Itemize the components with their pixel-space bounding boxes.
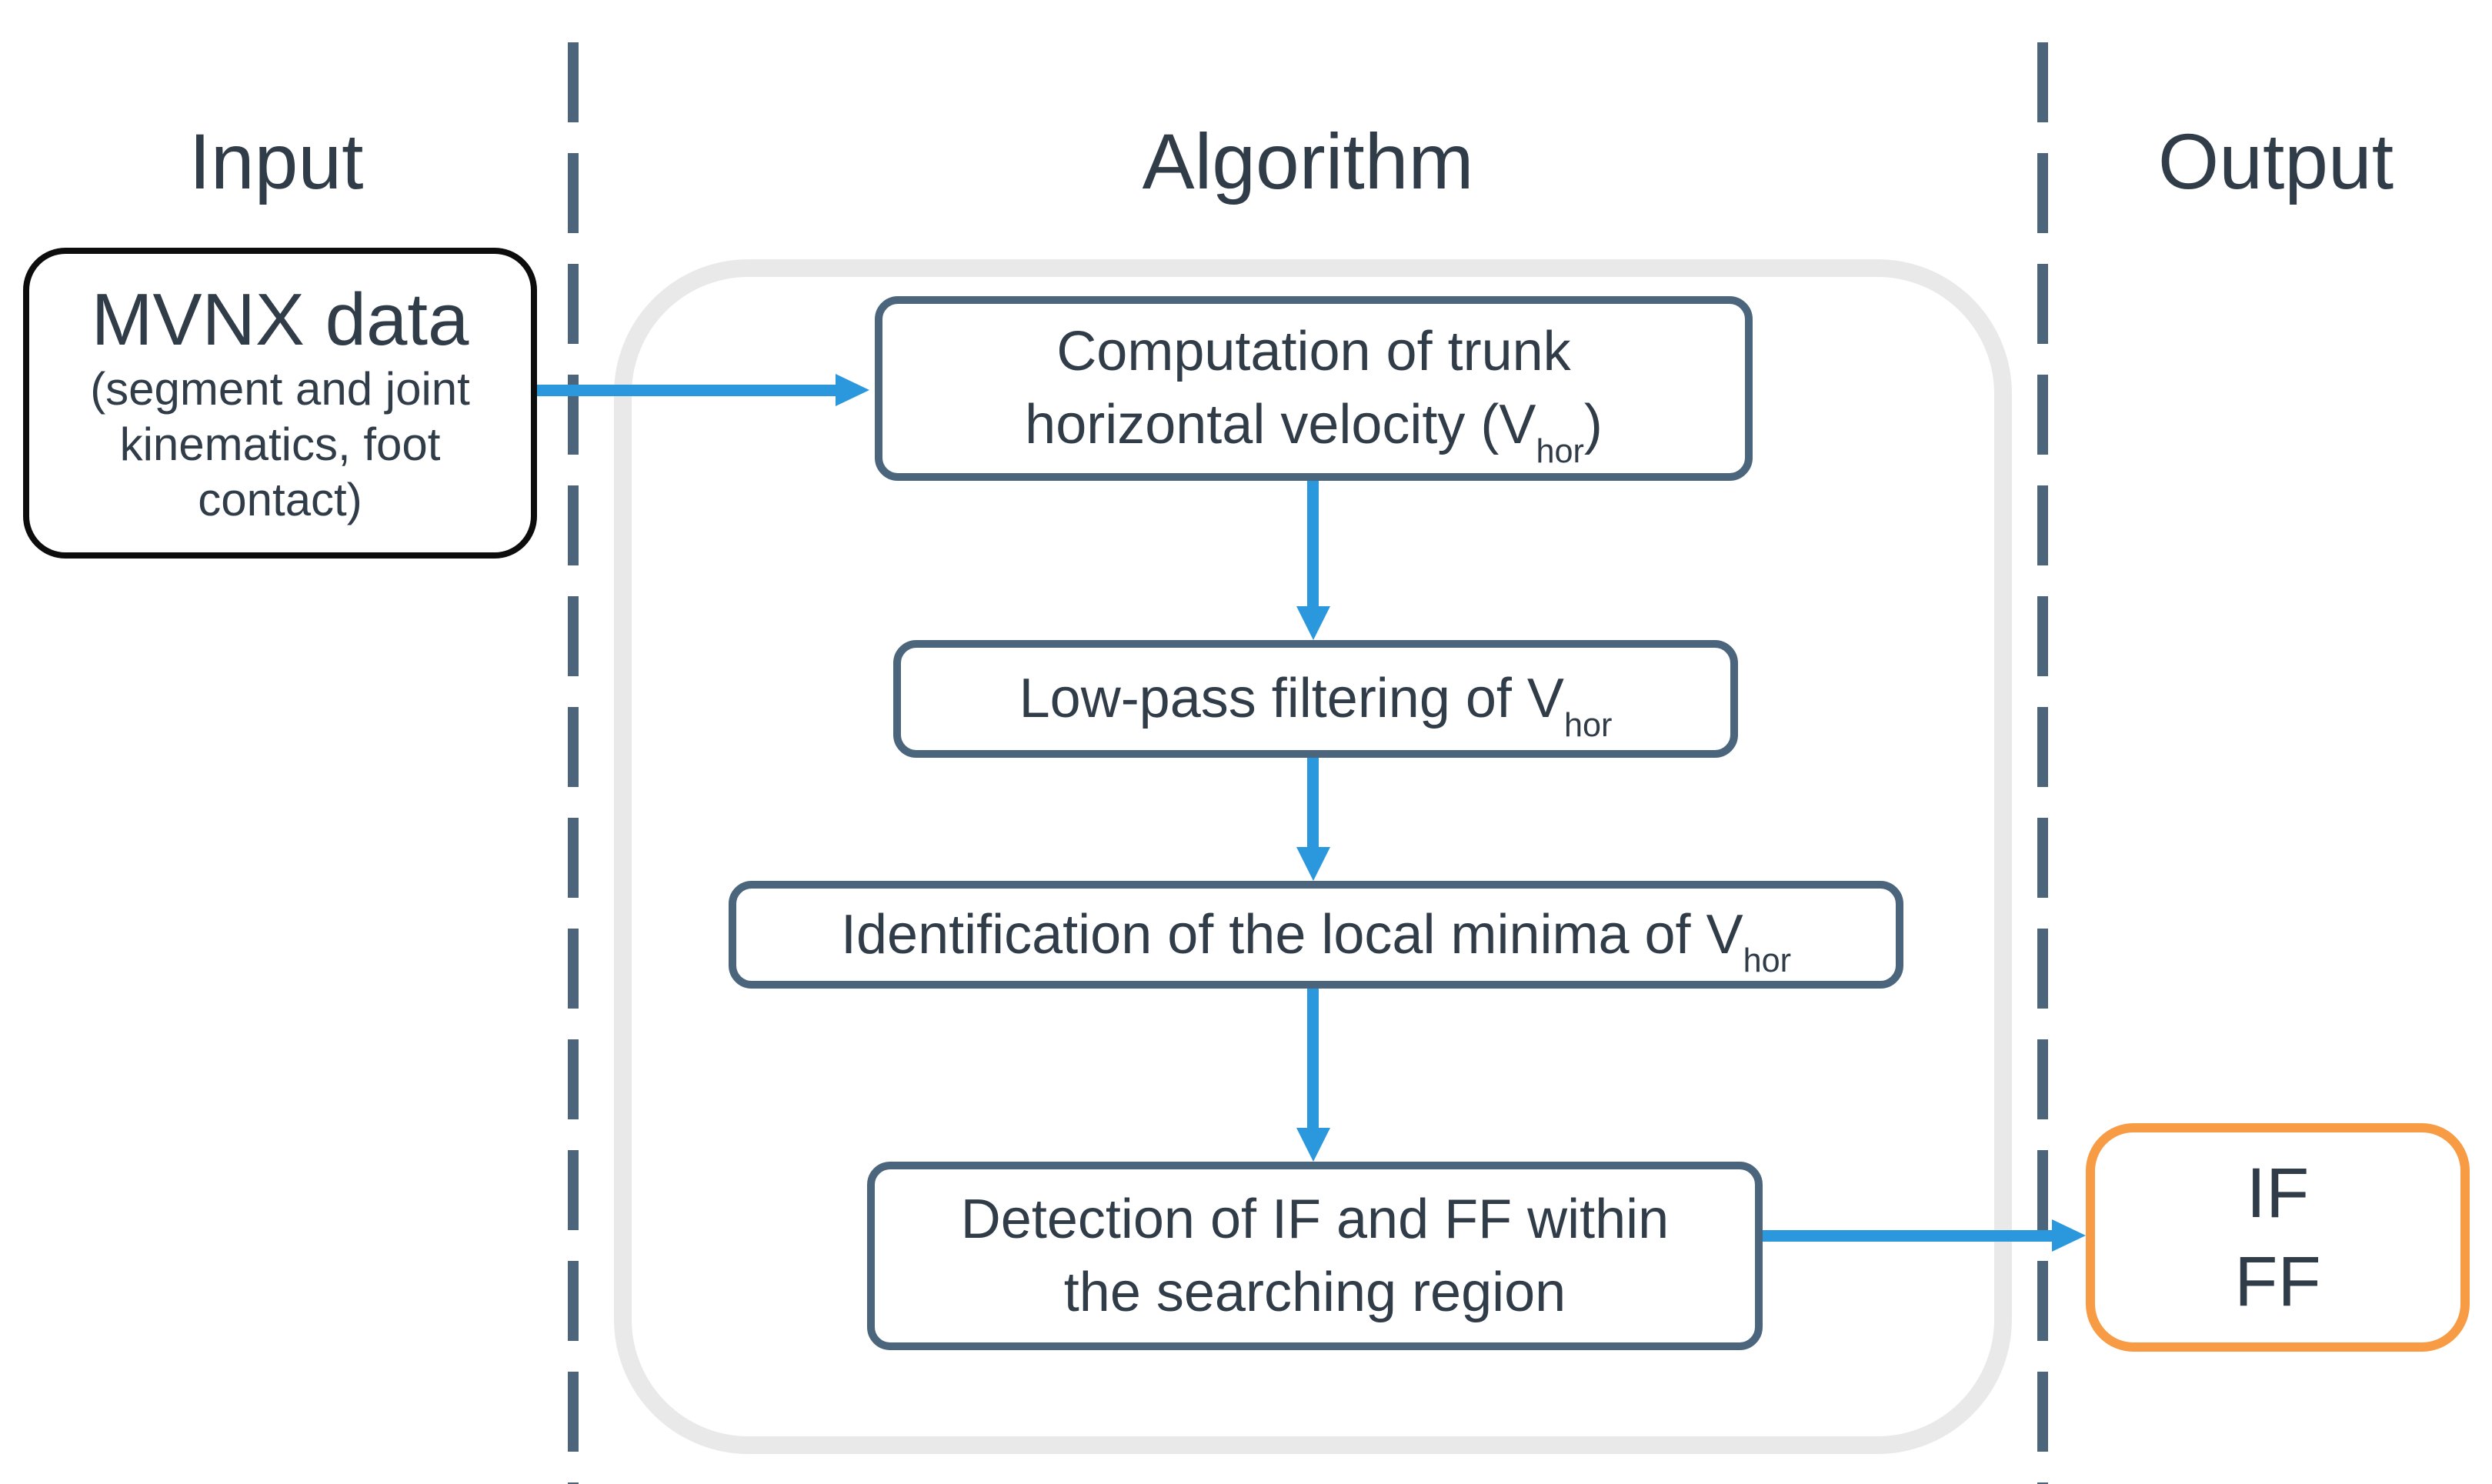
input-box-subtitle-line: kinematics, foot [119,419,441,470]
column-header-input: Input [188,118,364,205]
step-lowpass-filtering: Low-pass filtering of Vhor [893,640,1738,758]
subscript-hor: hor [1536,432,1584,470]
input-box-title: MVNX data [91,278,469,361]
subscript-hor: hor [1743,942,1792,980]
step-local-minima-identification: Identification of the local minima of Vh… [729,881,1903,989]
output-if-ff-box: IF FF [2086,1123,2470,1352]
step-computation-trunk-velocity: Computation of trunk horizontal velocity… [875,296,1753,481]
step-line: Low-pass filtering of Vhor [1019,668,1613,744]
algorithm-frame [614,259,2012,1454]
column-header-algorithm: Algorithm [1142,118,1474,205]
step-detection-if-ff: Detection of IF and FF within the search… [867,1162,1763,1350]
arrow-right-icon [537,374,869,406]
arrow-down-icon [1296,989,1330,1162]
step-line: Identification of the local minima of Vh… [840,903,1792,980]
input-box-subtitle-line: contact) [198,474,362,525]
subscript-hor: hor [1563,706,1613,744]
arrow-down-icon [1296,481,1330,640]
input-box-subtitle: (segment and joint kinematics, foot cont… [90,362,470,528]
step-line: Computation of trunk [1056,321,1571,382]
column-header-output: Output [2157,118,2394,205]
output-line: FF [2234,1242,2321,1321]
arrow-right-icon [1763,1219,2086,1252]
step-line: Detection of IF and FF within [960,1188,1670,1250]
input-mvnx-box: MVNX data (segment and joint kinematics,… [23,248,537,559]
step-line: the searching region [1063,1261,1566,1323]
step-line: horizontal velocity (Vhor) [1025,394,1603,470]
dashed-separator-left [568,42,579,1484]
output-line: IF [2246,1153,2310,1232]
arrow-down-icon [1296,758,1330,881]
dashed-separator-right [2037,42,2048,1484]
input-box-subtitle-line: (segment and joint [90,363,470,415]
